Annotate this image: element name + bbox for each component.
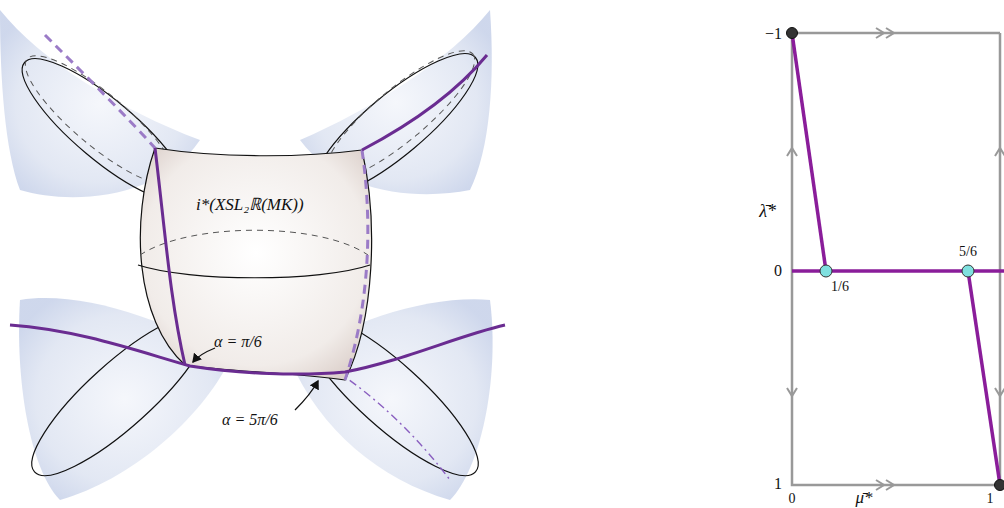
angle-label: α = π/6 xyxy=(214,334,262,350)
central-sphere xyxy=(138,148,372,380)
leader-arrow xyxy=(295,381,318,410)
axis-tick: 0 xyxy=(774,263,782,279)
leader-arrow xyxy=(193,348,215,362)
character-curve xyxy=(10,35,505,380)
point-label: 5/6 xyxy=(959,245,977,259)
axis-tick: −1 xyxy=(765,26,782,42)
point-label: 1/6 xyxy=(831,280,849,294)
axis-label: λ̄* xyxy=(759,202,776,220)
axis-tick: 0 xyxy=(789,492,796,506)
axis-tick: 1 xyxy=(987,492,994,506)
axis-label: μ̄* xyxy=(855,489,872,506)
set-label: i*(XSL₂ℝ(MK)) xyxy=(196,196,304,213)
axis-tick: 1 xyxy=(774,476,782,492)
angle-label: α = 5π/6 xyxy=(222,412,278,428)
torus-square xyxy=(787,28,1004,491)
